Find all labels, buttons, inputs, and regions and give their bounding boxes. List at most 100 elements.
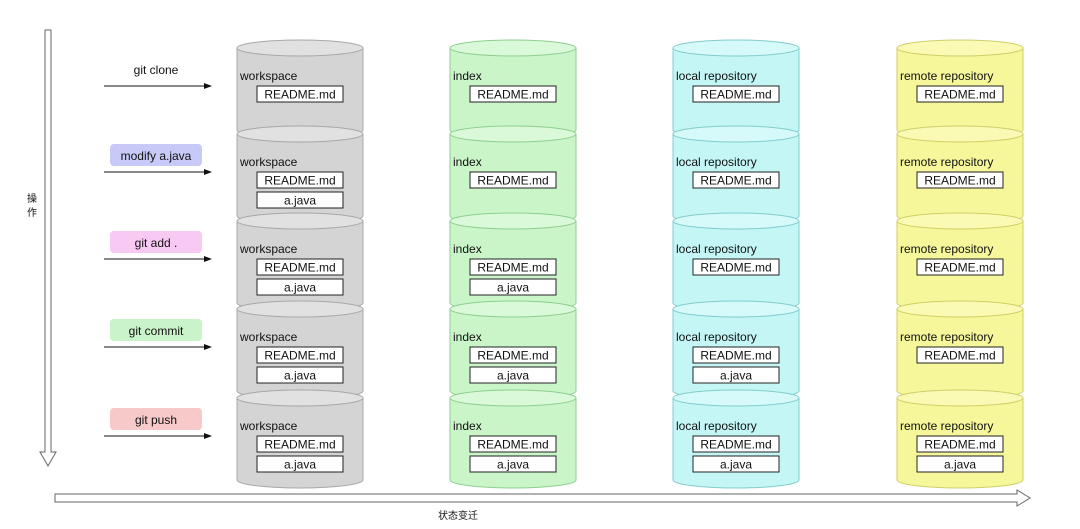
file-box xyxy=(692,258,780,276)
cylinder-top xyxy=(449,125,577,143)
operation-arrowhead xyxy=(204,433,212,439)
file-name: README.md xyxy=(477,349,548,363)
file-entry: README.md xyxy=(916,258,1004,276)
step-row: git add .workspaceREADME.mda.javaindexRE… xyxy=(104,212,1024,312)
file-name: a.java xyxy=(944,458,976,472)
file-box xyxy=(469,85,557,103)
store-label: index xyxy=(453,155,482,169)
operation-axis-label: 操作 xyxy=(27,192,37,219)
store-label: local repository xyxy=(676,155,757,169)
operation-label: git commit xyxy=(129,324,184,338)
operation-badge xyxy=(110,231,202,253)
file-name: README.md xyxy=(700,438,771,452)
file-entry: README.md xyxy=(692,346,780,364)
store-label: workspace xyxy=(239,242,298,256)
file-name: a.java xyxy=(497,281,529,295)
file-box xyxy=(469,278,557,296)
store-label: workspace xyxy=(239,155,298,169)
file-box xyxy=(692,171,780,189)
file-entry: README.md xyxy=(256,85,344,103)
file-entry: a.java xyxy=(256,366,344,384)
operation-label: git add . xyxy=(135,236,178,250)
file-box xyxy=(469,258,557,276)
state-axis: 状态变迁 xyxy=(54,489,1031,522)
file-entry: a.java xyxy=(256,455,344,473)
file-name: README.md xyxy=(264,261,335,275)
cylinder-top xyxy=(672,389,800,407)
file-box xyxy=(469,346,557,364)
file-name: README.md xyxy=(477,88,548,102)
store-label: local repository xyxy=(676,330,757,344)
file-entry: README.md xyxy=(692,171,780,189)
file-name: a.java xyxy=(284,194,316,208)
file-name: README.md xyxy=(477,174,548,188)
operation-arrowhead xyxy=(204,344,212,350)
file-box xyxy=(916,171,1004,189)
file-name: a.java xyxy=(720,369,752,383)
file-name: README.md xyxy=(924,174,995,188)
file-name: README.md xyxy=(700,261,771,275)
file-box xyxy=(469,455,557,473)
store-label: remote repository xyxy=(900,155,993,169)
store-label: workspace xyxy=(239,419,298,433)
file-entry: README.md xyxy=(256,258,344,276)
file-box xyxy=(256,85,344,103)
operation-arrowhead xyxy=(204,169,212,175)
file-box xyxy=(692,346,780,364)
operation-arrowhead xyxy=(204,256,212,262)
file-entry: a.java xyxy=(916,455,1004,473)
file-box xyxy=(469,171,557,189)
cylinder-top xyxy=(672,300,800,318)
file-name: a.java xyxy=(284,281,316,295)
file-entry: README.md xyxy=(469,171,557,189)
file-entry: README.md xyxy=(469,346,557,364)
file-entry: a.java xyxy=(256,278,344,296)
file-name: README.md xyxy=(477,261,548,275)
file-box xyxy=(692,455,780,473)
file-name: README.md xyxy=(264,438,335,452)
file-name: README.md xyxy=(477,438,548,452)
store-label: local repository xyxy=(676,419,757,433)
file-entry: README.md xyxy=(916,171,1004,189)
file-box xyxy=(256,366,344,384)
file-name: README.md xyxy=(924,88,995,102)
file-entry: a.java xyxy=(469,455,557,473)
file-box xyxy=(256,455,344,473)
state-axis-label: 状态变迁 xyxy=(438,509,478,522)
cylinder-top xyxy=(896,39,1024,57)
file-name: README.md xyxy=(264,349,335,363)
cylinder-top xyxy=(236,212,364,230)
file-entry: README.md xyxy=(469,85,557,103)
operation-axis: 操作 xyxy=(27,29,57,468)
file-entry: README.md xyxy=(256,171,344,189)
cylinder-top xyxy=(672,212,800,230)
cylinder-top xyxy=(236,125,364,143)
operation-label: modify a.java xyxy=(121,149,192,163)
file-name: a.java xyxy=(284,369,316,383)
file-entry: README.md xyxy=(469,435,557,453)
file-entry: README.md xyxy=(469,258,557,276)
file-name: a.java xyxy=(497,369,529,383)
file-name: a.java xyxy=(497,458,529,472)
file-box xyxy=(692,85,780,103)
file-entry: README.md xyxy=(692,258,780,276)
file-box xyxy=(469,366,557,384)
